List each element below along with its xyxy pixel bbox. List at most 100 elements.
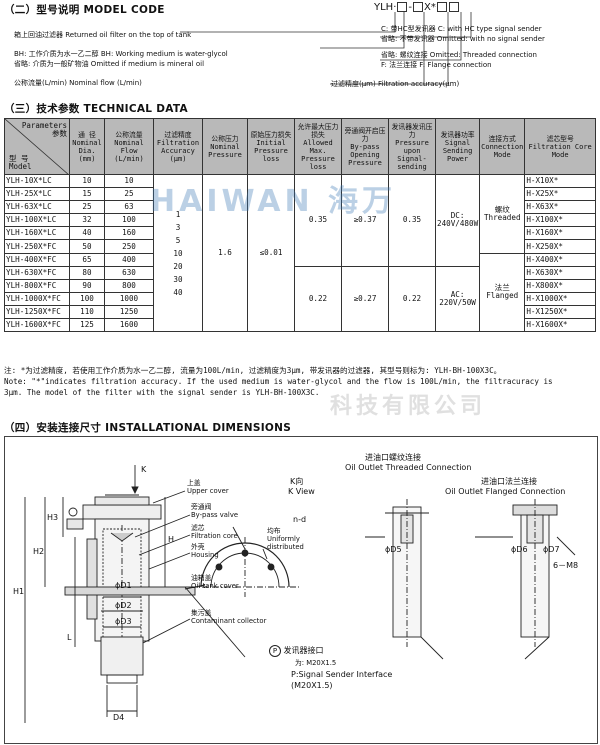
cell-open-a: ≥0.37	[341, 174, 389, 267]
cell-dia: 10	[69, 173, 105, 189]
label-sender-en: P:Signal Sender Interface	[291, 670, 393, 679]
watermark-company: 科技有限公司	[330, 394, 487, 419]
label-tank-cover-en: Oil-tank cover	[191, 582, 239, 590]
label-k-view-cn: K向	[290, 477, 304, 486]
label-uniform-en1: Uniformly	[267, 535, 300, 543]
label-h1: H1	[13, 587, 25, 596]
label-nd: n-d	[293, 515, 307, 524]
model-code-pattern: YLH·- X*	[374, 2, 460, 13]
label-tank-cover-cn: 油箱盖	[191, 574, 212, 582]
cell-open-b: ≥0.27	[341, 265, 389, 333]
label-d3: ϕD3	[115, 617, 132, 626]
cell-send-a: 0.35	[388, 174, 436, 267]
cell-send-b: 0.22	[388, 265, 436, 333]
label-h: H	[168, 535, 175, 544]
cell-accuracy: 1 3 5 10 20 30 40	[153, 173, 203, 333]
code-desc-f2: F: 法兰连接 F: Flange connection	[381, 61, 492, 69]
label-core-cn: 滤芯	[191, 524, 205, 532]
cell-core: H-X10X*	[524, 173, 596, 189]
note-cn: 注: *为过滤精度, 若使用工作介质为水一乙二醇, 流量为100L/min, 过…	[4, 366, 502, 375]
code-box-c	[448, 2, 459, 12]
cell-flow: 10	[104, 173, 154, 189]
install-title: （四）安装连接尺寸 INSTALLATIONAL DIMENSIONS	[4, 422, 292, 434]
label-sender-m: 为: M20X1.5	[295, 659, 337, 667]
code-box-bh	[397, 2, 408, 12]
installation-drawing: K K向 K View 上盖 Upper cover 旁通阀 By-pass v…	[4, 436, 598, 744]
cell-max-loss-a: 0.35	[294, 174, 342, 267]
label-threaded-en: Oil Outlet Threaded Connection	[345, 463, 472, 472]
cell-model: YLH-10X*LC	[4, 173, 70, 189]
label-housing-en: Housing	[191, 551, 219, 559]
code-desc-flow: 公称流量(L/min) Nominal flow (L/min)	[14, 79, 142, 87]
code-desc-bh1: BH: 工作介质为水一乙二醇 BH: Working medium is wat…	[14, 50, 228, 58]
label-collector-cn: 集污盖	[191, 609, 212, 617]
label-flanged-cn: 进油口法兰连接	[481, 477, 537, 486]
code-desc-accuracy: 过滤精度(μm) Filtration accuracy(μm)	[331, 80, 460, 88]
label-d7: ϕD7	[543, 545, 560, 554]
label-d6: ϕD6	[511, 545, 528, 554]
cell-max-loss-b: 0.22	[294, 265, 342, 333]
label-core-en: Filtration core	[191, 532, 238, 540]
watermark-logo: HAIWAN 海万	[150, 184, 396, 219]
code-prefix: YLH·	[374, 2, 397, 13]
code-desc-f1: 省略: 螺纹连接 Omitted: Threaded connection	[381, 51, 537, 59]
label-k-view-en: K View	[288, 487, 315, 496]
label-m8: 6－M8	[553, 561, 579, 570]
code-box-f	[436, 2, 447, 12]
note-en-2: 3μm. The model of the filter with the si…	[4, 388, 320, 397]
label-k: K	[141, 465, 147, 474]
label-uniform-en2: distributed	[267, 543, 304, 551]
label-bypass-en: By-pass valve	[191, 511, 239, 519]
label-h2: H2	[33, 547, 45, 556]
code-desc-returned: 箱上回油过滤器 Returned oil filter on the top o…	[14, 31, 192, 39]
code-desc-c1: C: 带HC型发讯器 C: with HC type signal sender	[381, 25, 542, 33]
note-en-1: Note: "*"indicates filtration accuracy. …	[4, 377, 553, 386]
cell-initial-loss: ≤0.01	[247, 173, 295, 333]
label-threaded-cn: 进油口螺纹连接	[365, 453, 421, 462]
table-row: YLH-10X*LC 10 10 1 3 5 10 20 30 40 1.6 ≤…	[4, 173, 596, 333]
label-upper-cover-en: Upper cover	[187, 487, 229, 495]
header-diagonal	[5, 119, 69, 175]
code-desc-c2: 省略: 不带发讯器 Omitted: with no signal sender	[381, 35, 545, 43]
code-box-flow	[413, 2, 423, 12]
model-code-leader-lines	[180, 12, 472, 86]
code-dash: -	[408, 2, 412, 13]
model-code-title: （二）型号说明 MODEL CODE	[4, 4, 165, 16]
label-d1: ϕD1	[115, 581, 132, 590]
cell-power-b: AC:220V/50W	[434, 265, 481, 333]
label-l: L	[67, 633, 72, 642]
tech-title: （三）技术参数 TECHNICAL DATA	[4, 103, 188, 115]
label-upper-cover-cn: 上盖	[187, 479, 201, 487]
label-flanged-en: Oil Outlet Flanged Connection	[445, 487, 566, 496]
installation-drawing-svg	[24, 465, 576, 723]
cell-power-a: DC:240V/480W	[434, 174, 481, 267]
label-h3: H3	[47, 513, 59, 522]
label-d4: D4	[113, 713, 125, 722]
label-housing-cn: 外壳	[191, 543, 205, 551]
label-collector-en: Contaminant collector	[191, 617, 267, 625]
code-desc-bh2: 省略: 介质为一般矿物油 Omitted if medium is minera…	[14, 60, 205, 68]
code-x: X*	[424, 2, 436, 13]
label-d5: ϕD5	[385, 545, 402, 554]
